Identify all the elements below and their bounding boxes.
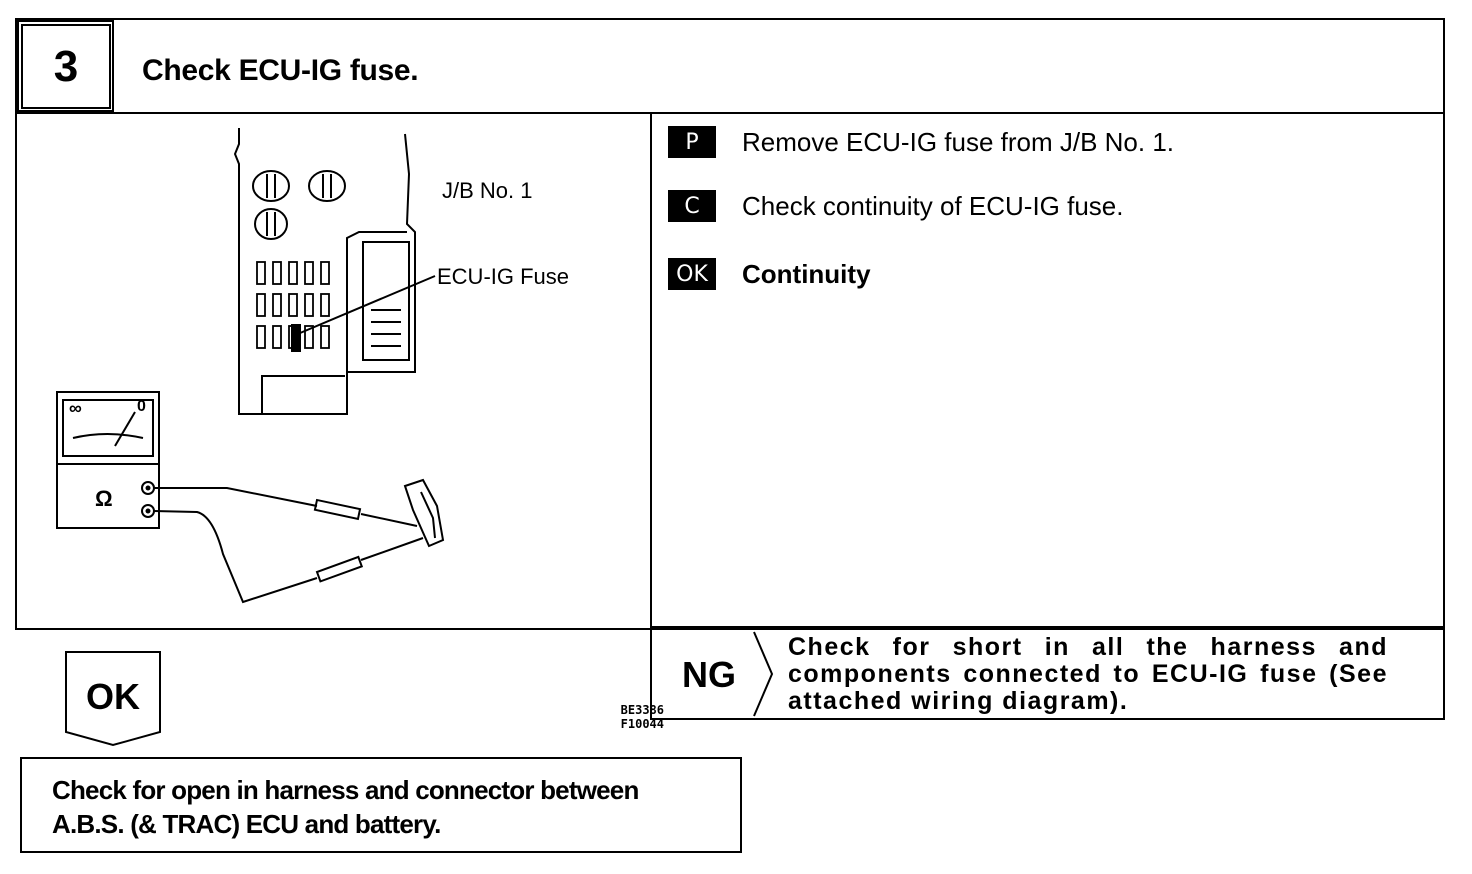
ng-result-box: NG Check for short in all the harness an… <box>650 628 1445 720</box>
ok-tag: OK <box>668 258 716 290</box>
ok-arrow-icon <box>65 651 161 747</box>
ng-label: NG <box>682 654 736 695</box>
zero-mark: 0 <box>137 398 146 415</box>
ng-chevron-icon <box>753 631 774 717</box>
prep-text: Remove ECU-IG fuse from J/B No. 1. <box>742 126 1175 157</box>
step-number: 3 <box>17 20 114 112</box>
figure-code-line: BE3386 <box>620 703 664 717</box>
next-step-box: Check for open in harness and connector … <box>20 757 742 853</box>
ok-text: Continuity <box>742 258 871 289</box>
next-step-line: Check for open in harness and connector … <box>52 775 639 805</box>
figure-code-line: F10044 <box>620 717 664 731</box>
instruction-prep: P Remove ECU-IG fuse from J/B No. 1. <box>668 126 1174 158</box>
fuse-label: ECU-IG Fuse <box>437 264 570 289</box>
instruction-panel: P Remove ECU-IG fuse from J/B No. 1. C C… <box>650 114 1445 628</box>
ohm-symbol: Ω <box>95 486 113 511</box>
infinity-mark: ∞ <box>69 398 82 418</box>
check-text: Check continuity of ECU-IG fuse. <box>742 190 1124 221</box>
jb-label: J/B No. 1 <box>442 178 533 203</box>
prep-tag: P <box>668 126 716 158</box>
check-tag: C <box>668 190 716 222</box>
figure-panel: J/B No. 1 ECU-IG Fuse ∞ 0 Ω BE3386 F1004… <box>15 114 664 731</box>
ng-text: Check for short in all the harness and c… <box>788 633 1388 715</box>
figure-code: BE3386 F10044 <box>610 703 664 731</box>
next-step-line: A.B.S. (& TRAC) ECU and battery. <box>52 809 441 839</box>
instruction-check: C Check continuity of ECU-IG fuse. <box>668 190 1123 222</box>
instruction-ok: OK Continuity <box>668 258 871 290</box>
next-step-text: Check for open in harness and connector … <box>52 773 639 841</box>
jb-fuse-illustration <box>56 128 445 604</box>
step-title: Check ECU-IG fuse. <box>142 54 419 87</box>
step-header: 3 Check ECU-IG fuse. <box>15 18 1445 114</box>
ok-label: OK <box>86 676 140 717</box>
